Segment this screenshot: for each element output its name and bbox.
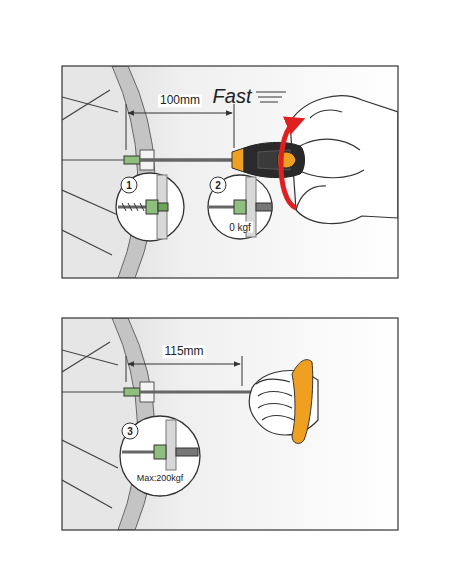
- magnifier-one: [118, 206, 150, 209]
- spoke-lines: [62, 391, 132, 392]
- finger-lines: [296, 186, 326, 210]
- panel-two: [62, 318, 398, 530]
- finger-lines: [256, 379, 290, 384]
- spoke-lines: [62, 350, 118, 365]
- panel-border: [62, 318, 398, 530]
- speed-lines: [260, 101, 278, 102]
- finger-lines: [302, 170, 364, 178]
- speed-lines: [256, 92, 286, 102]
- magnifier-two: [234, 200, 246, 214]
- panel-one: [62, 66, 398, 278]
- finger-lines: [296, 110, 364, 210]
- magnifier-one: [121, 177, 137, 193]
- magnifier-one: [122, 203, 144, 211]
- finger-lines: [300, 139, 360, 150]
- dimension-line: [126, 104, 234, 150]
- spoke-lines: [62, 440, 118, 468]
- dimension-line: [234, 104, 235, 148]
- panel-one: [62, 66, 155, 278]
- spoke-nipple: [124, 156, 140, 164]
- callout-number: 2: [213, 180, 223, 191]
- rotation-arrow: [281, 122, 296, 208]
- dimension-line: [128, 364, 240, 365]
- panel-one: [112, 66, 155, 278]
- panel-one: [62, 66, 398, 278]
- panel-border: [62, 66, 398, 278]
- dimension-line: [126, 356, 242, 386]
- screwdriver-handle: [244, 142, 305, 177]
- finger-lines: [310, 110, 342, 118]
- force-label: 0 kgf: [227, 222, 253, 233]
- speed-lines: [256, 91, 286, 92]
- magnifier-three: [176, 448, 198, 456]
- magnifier-two: [256, 203, 272, 211]
- dimension-line: [126, 104, 127, 150]
- finger-lines: [256, 379, 294, 420]
- magnifier-one: [146, 200, 158, 214]
- magnifier-two: [208, 175, 272, 239]
- callout-number: 3: [125, 426, 135, 437]
- magnifier-one: [158, 203, 168, 211]
- panel-two: [62, 318, 398, 530]
- magnifier-two: [208, 175, 272, 239]
- t-handle: [292, 360, 313, 444]
- callout-number: 1: [124, 180, 134, 191]
- magnifier-one: [116, 173, 184, 241]
- spoke-lines: [62, 342, 110, 372]
- magnifier-three: [122, 423, 138, 439]
- magnifier-one: [116, 173, 184, 241]
- dimension-label: 115mm: [162, 345, 205, 358]
- dimension-line: [242, 356, 243, 386]
- spoke-lines: [62, 480, 112, 508]
- force-label: Max:200kgf: [135, 474, 186, 484]
- hand: [290, 96, 398, 224]
- spoke-lines: [62, 90, 110, 120]
- magnifier-three: [122, 451, 158, 454]
- spoke-lines: [62, 190, 118, 215]
- finger-lines: [258, 404, 292, 409]
- finger-lines: [262, 416, 294, 421]
- dimension-line: [128, 113, 232, 114]
- magnifier-three: [166, 420, 176, 470]
- spoke-lines: [62, 159, 132, 160]
- speed-note: Fast: [211, 85, 254, 107]
- spoke-lines: [62, 97, 118, 112]
- magnifier-three: [120, 416, 200, 496]
- finger-lines: [258, 392, 292, 397]
- magnifier-three: [154, 445, 166, 459]
- spoke-lines: [62, 342, 132, 508]
- magnifier-three: [120, 416, 200, 496]
- magnifier-two: [210, 177, 226, 193]
- dimension-label: 100mm: [158, 94, 202, 107]
- dimension-line: [126, 356, 127, 382]
- speed-lines: [258, 96, 282, 97]
- screwdriver-shaft: [140, 158, 234, 162]
- spoke-lines: [62, 90, 132, 255]
- screwdriver-collar: [232, 148, 244, 172]
- magnifier-one: [157, 175, 167, 239]
- spoke-nipple: [124, 388, 140, 396]
- spoke-lines: [62, 230, 112, 255]
